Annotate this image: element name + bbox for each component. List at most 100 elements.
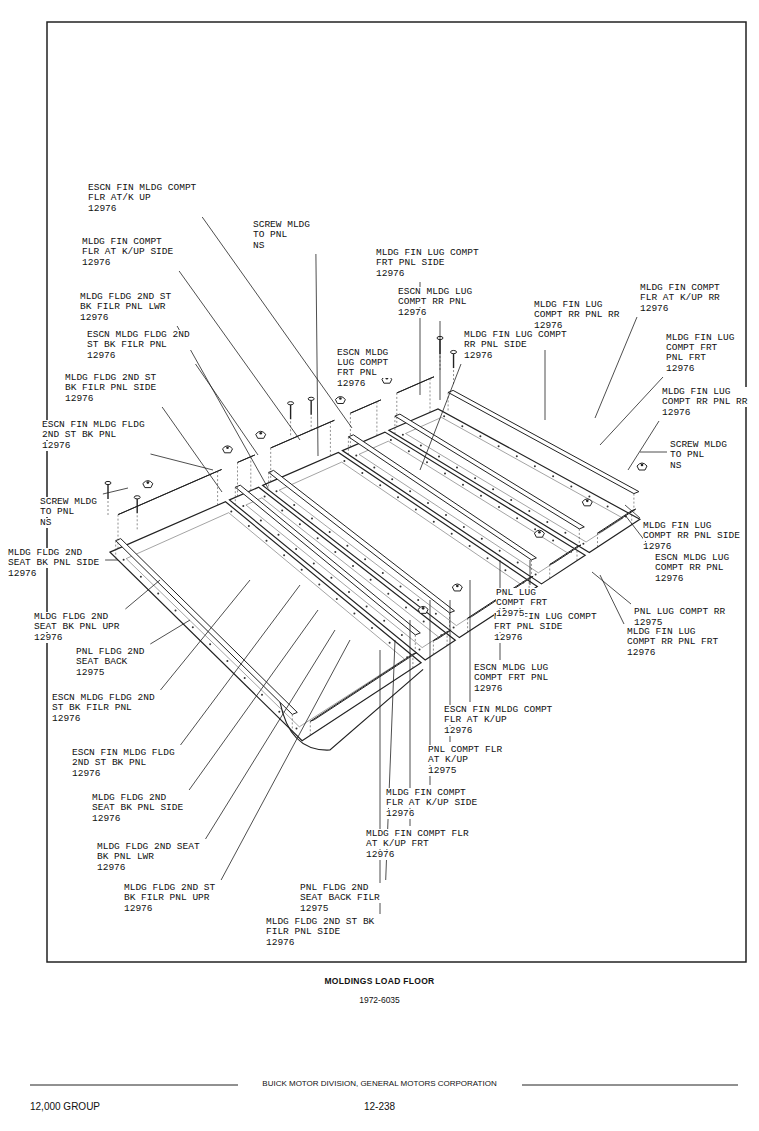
part-name: MLDG FIN LUG COMPT FRT PNL SIDE <box>376 248 481 268</box>
leader-line <box>162 407 222 492</box>
floor-panel <box>389 409 640 553</box>
rivet-dot <box>296 728 298 730</box>
assembly-line <box>270 448 271 482</box>
part-name: MLDG FIN COMPT FLR AT K/UP RR <box>640 283 728 303</box>
callout: MLDG FLDG 2ND ST BK FILR PNL LWR12976 <box>80 292 174 323</box>
rivet-dot <box>423 620 425 622</box>
assembly-line <box>311 417 312 433</box>
part-name: MLDG FIN LUG COMPT FRT PNL FRT <box>666 333 737 363</box>
rivet-dot <box>366 605 368 607</box>
part-number: 12976 <box>92 814 121 824</box>
part-number: 12975 <box>76 668 105 678</box>
assembly-line <box>394 416 395 436</box>
part-number: 12976 <box>474 684 503 694</box>
rivet-dot <box>261 694 263 696</box>
part-number: 12976 <box>655 574 684 584</box>
assembly-line <box>396 393 397 427</box>
rivet-dot <box>401 634 403 636</box>
rivet-dot <box>474 477 476 479</box>
assembly-line <box>433 641 434 655</box>
rivet-dot <box>481 538 483 540</box>
rivet-dot <box>283 554 285 556</box>
molding-strip <box>235 485 420 635</box>
rivet-dot <box>299 523 301 525</box>
assembly-line <box>268 472 269 492</box>
part-number: 12976 <box>386 809 415 819</box>
rivet-dot <box>534 528 536 530</box>
part-number: 12976 <box>640 304 669 314</box>
callout: ESCN FIN MLDG COMPT FLR AT/K UP12976 <box>88 183 199 214</box>
callout: PNL LUG COMPT FRT12975 <box>496 588 550 619</box>
callout: ESCN FIN MLDG FLDG 2ND ST BK PNL12976 <box>42 420 147 451</box>
callout: ESCN MLDG LUG COMPT FRT PNL12976 <box>337 348 391 389</box>
callout: MLDG FLDG 2ND SEAT BK PNL SIDE12976 <box>8 548 102 579</box>
screw-head <box>451 350 457 353</box>
rivet-dot <box>293 504 295 506</box>
part-number: 12976 <box>97 863 126 873</box>
rivet-dot <box>276 490 278 492</box>
assembly-line <box>290 421 291 437</box>
rivet-dot <box>499 550 501 552</box>
part-name: PNL COMPT FLR AT K/UP <box>428 745 505 765</box>
assembly-line <box>412 654 413 668</box>
screw <box>290 403 291 419</box>
rivet-dot <box>353 613 355 615</box>
part-name: MLDG FLDG 2ND SEAT BK PNL UPR <box>34 612 122 632</box>
rivet-dot <box>389 642 391 644</box>
rivet-dot <box>301 569 303 571</box>
screw-head <box>105 481 111 484</box>
rivet-dot <box>487 557 489 559</box>
panel-inset <box>406 417 624 542</box>
screw <box>136 497 137 513</box>
assembly-line <box>447 632 448 646</box>
leader-line <box>150 620 190 644</box>
footer-rule <box>30 1085 238 1086</box>
escutcheon <box>335 397 345 404</box>
callout: MLDG FIN LUG COMPT FRT PNL SIDE12976 <box>376 248 481 279</box>
part-number: 12976 <box>88 204 117 214</box>
screw-head <box>134 496 140 499</box>
molding-strip <box>395 414 584 529</box>
leader-line <box>530 560 531 585</box>
assembly-line <box>467 618 468 632</box>
molding-strip <box>269 470 455 613</box>
rivet-dot <box>364 558 366 560</box>
assembly-line <box>292 714 293 734</box>
rivet-dot <box>480 495 482 497</box>
escutcheon-hole <box>586 500 589 503</box>
rivet-dot <box>387 593 389 595</box>
rivet-dot <box>343 460 345 462</box>
callout: ESCN MLDG FLDG 2ND ST BK FILR PNL12976 <box>52 693 157 724</box>
rivet-dot <box>157 593 159 595</box>
molding-strip <box>271 420 335 448</box>
rivet-dot <box>244 677 246 679</box>
part-name: SCREW MLDG TO PNL <box>40 497 100 517</box>
part-name: ESCN MLDG LUG COMPT RR PNL <box>398 287 475 307</box>
part-number: 12976 <box>52 714 81 724</box>
rivet-dot <box>456 466 458 468</box>
leader-line <box>181 585 301 745</box>
callout: ESCN MLDG FLDG 2ND ST BK FILR PNL12976 <box>87 330 192 361</box>
callout: MLDG FIN COMPT FLR AT K/UP RR12976 <box>640 283 728 314</box>
leader-line <box>600 575 624 624</box>
rivet-dot <box>382 572 384 574</box>
rivet-dot <box>445 514 447 516</box>
leader-line <box>189 610 318 790</box>
escutcheon <box>223 446 233 453</box>
rivet-dot <box>405 607 407 609</box>
leader-line <box>316 254 318 456</box>
part-name: PNL FLDG 2ND SEAT BACK FILR <box>300 883 383 903</box>
assembly-line <box>115 541 116 561</box>
molding-strip <box>350 400 381 413</box>
leader-line <box>125 580 160 609</box>
screw <box>107 483 108 499</box>
assembly-line <box>137 515 138 531</box>
rivet-dot <box>433 521 435 523</box>
assembly-line <box>250 457 251 491</box>
rivet-dot <box>175 609 177 611</box>
leader-line <box>640 452 667 453</box>
callout: ESCN FIN MLDG FLDG 2ND ST BK PNL12976 <box>72 748 177 779</box>
part-name: MLDG FIN LUG COMPT RR PNL SIDE <box>643 521 743 541</box>
part-number: 12976 <box>42 441 71 451</box>
